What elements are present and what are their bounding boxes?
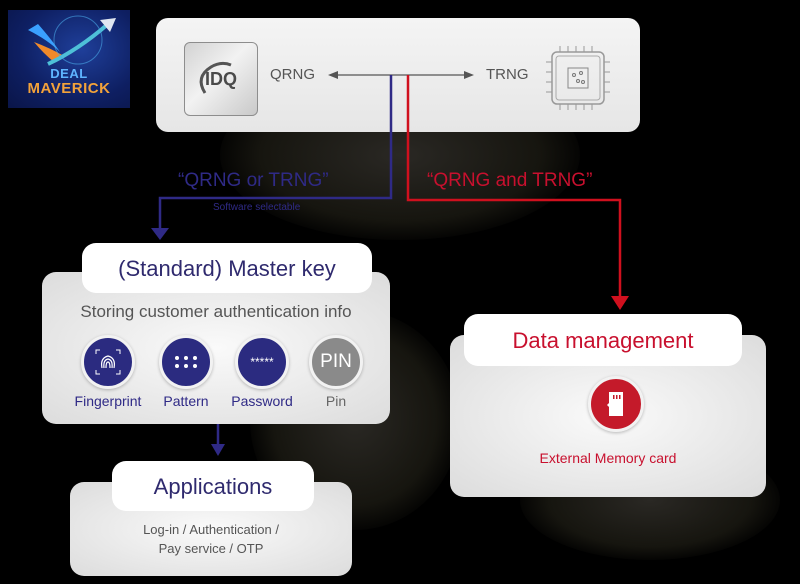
applications-title: Applications <box>153 474 273 499</box>
or-branch-label: “QRNG or TRNG” <box>178 170 329 191</box>
idq-qrng-chip-icon: IDQ <box>184 42 258 116</box>
arrow-down-red-icon <box>611 296 629 310</box>
memory-card-icon <box>588 376 644 432</box>
pattern-label: Pattern <box>163 393 209 409</box>
applications-description: Log-in / Authentication / Pay service / … <box>70 520 352 558</box>
wing-arrow-icon <box>28 15 116 66</box>
logo-text-maverick: MAVERICK <box>27 80 111 97</box>
master-key-header: (Standard) Master key <box>82 243 372 293</box>
auth-method-password: ***** Password <box>222 335 302 409</box>
trng-chip-icon <box>546 46 610 110</box>
data-management-title: Data management <box>512 328 694 353</box>
auth-method-pattern: Pattern <box>146 335 226 409</box>
arrowhead-right-icon <box>464 71 474 79</box>
fingerprint-label: Fingerprint <box>74 393 142 409</box>
deal-maverick-logo: DEAL MAVERICK <box>8 10 130 108</box>
arrowhead-left-icon <box>328 71 338 79</box>
idq-chip-label: IDQ <box>204 69 237 89</box>
applications-line-1: Log-in / Authentication / <box>143 522 279 537</box>
arrow-down-blue-icon <box>151 228 169 240</box>
external-memory-card-label: External Memory card <box>539 450 677 466</box>
and-branch-line <box>406 75 622 300</box>
master-key-subtitle: Storing customer authentication info <box>80 302 352 321</box>
password-icon: ***** <box>235 335 289 389</box>
pin-icon: PIN <box>309 335 363 389</box>
pin-label: Pin <box>325 393 347 409</box>
password-label: Password <box>231 393 293 409</box>
auth-method-pin: PIN Pin <box>296 335 376 409</box>
and-branch-label: “QRNG and TRNG” <box>427 170 593 191</box>
idq-swirl-icon <box>199 61 232 94</box>
data-management-header: Data management <box>464 314 742 366</box>
logo-text-deal: DEAL <box>50 66 88 81</box>
or-branch-line <box>158 75 393 232</box>
applications-line-2: Pay service / OTP <box>158 541 264 556</box>
trng-label: TRNG <box>486 66 529 83</box>
software-selectable-label: Software selectable <box>213 202 301 213</box>
auth-method-fingerprint: Fingerprint <box>68 335 148 409</box>
applications-header: Applications <box>112 461 314 511</box>
master-key-title: (Standard) Master key <box>118 256 336 281</box>
qrng-label: QRNG <box>270 66 315 83</box>
pattern-icon <box>159 335 213 389</box>
arrow-down-apps-icon <box>211 444 225 456</box>
fingerprint-icon <box>81 335 135 389</box>
